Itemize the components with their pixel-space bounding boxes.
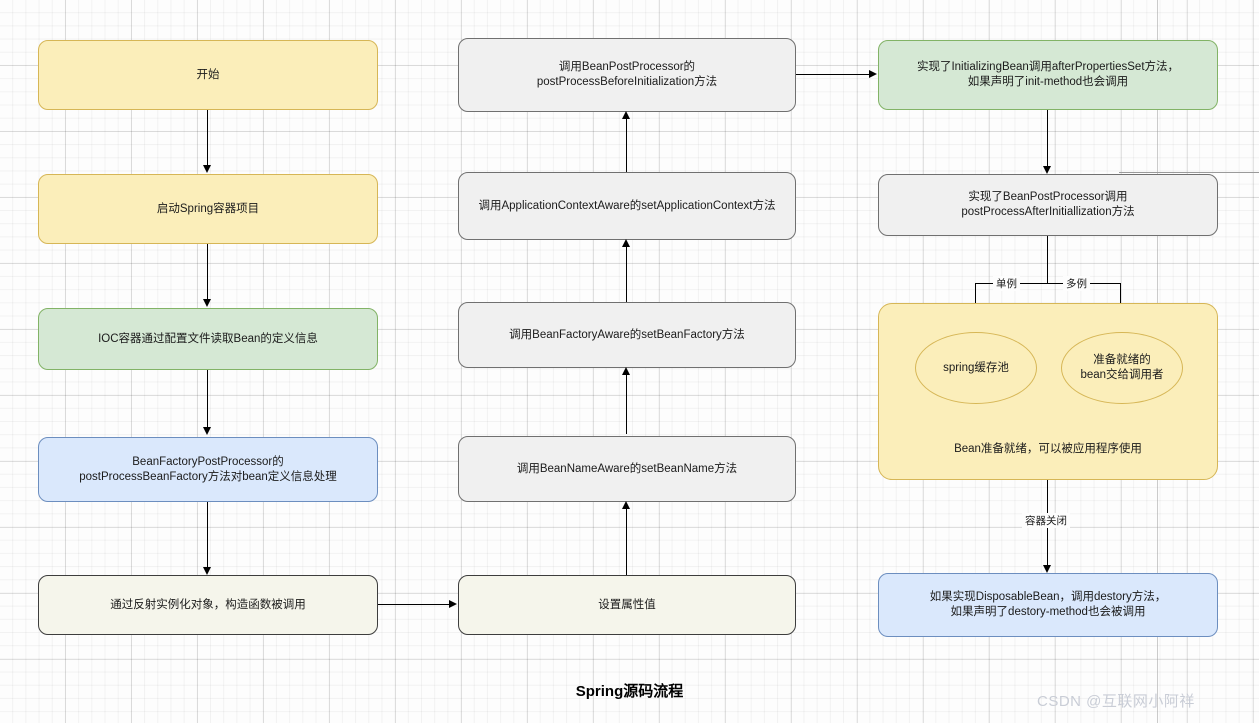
node-post-process-after-init[interactable]: 实现了BeanPostProcessor调用 postProcessAfterI… bbox=[878, 174, 1218, 236]
edge-initializing-bean-to-after-init bbox=[1047, 110, 1049, 167]
edge-start-container-to-read-bean bbox=[207, 244, 209, 300]
arrowhead-up bbox=[622, 111, 630, 119]
edge-set-property-to-bean-name-aware bbox=[626, 508, 628, 575]
node-start[interactable]: 开始 bbox=[38, 40, 378, 110]
arrowhead-up bbox=[622, 239, 630, 247]
node-application-context-aware[interactable]: 调用ApplicationContextAware的setApplication… bbox=[458, 172, 796, 240]
edge-label-prototype: 多例 bbox=[1063, 276, 1090, 291]
group-bean-ready-caption: Bean准备就绪，可以被应用程序使用 bbox=[954, 443, 1142, 455]
node-instantiate[interactable]: 通过反射实例化对象，构造函数被调用 bbox=[38, 575, 378, 635]
node-bean-factory-post-processor[interactable]: BeanFactoryPostProcessor的 postProcessBea… bbox=[38, 437, 378, 502]
arrowhead-down bbox=[203, 427, 211, 435]
node-bean-destroy[interactable]: 如果实现DisposableBean，调用destory方法， 如果声明了des… bbox=[878, 573, 1218, 637]
group-bean-ready[interactable]: spring缓存池 准备就绪的 bean交给调用者 Bean准备就绪，可以被应用… bbox=[878, 303, 1218, 480]
arrowhead-up bbox=[622, 367, 630, 375]
arrowhead-down bbox=[1043, 166, 1051, 174]
edge-label-singleton: 单例 bbox=[993, 276, 1020, 291]
edge-bean-factory-aware-to-app-context-aware bbox=[626, 246, 628, 302]
edge-instantiate-to-set-property bbox=[378, 604, 450, 606]
diagram-title: Spring源码流程 bbox=[575, 683, 684, 700]
node-start-container[interactable]: 启动Spring容器项目 bbox=[38, 174, 378, 244]
page-boundary-horizontal bbox=[1119, 172, 1259, 173]
arrowhead-right bbox=[449, 600, 457, 608]
node-initializing-bean[interactable]: 实现了InitializingBean调用afterPropertiesSet方… bbox=[878, 40, 1218, 110]
edge-read-bean-to-bfpp bbox=[207, 370, 209, 428]
watermark: CSDN @互联网小阿祥 bbox=[1037, 693, 1195, 710]
arrowhead-up bbox=[622, 501, 630, 509]
arrowhead-down bbox=[1043, 565, 1051, 573]
edge-bfpp-to-instantiate bbox=[207, 502, 209, 568]
node-read-bean-definition[interactable]: IOC容器通过配置文件读取Bean的定义信息 bbox=[38, 308, 378, 370]
node-bean-name-aware[interactable]: 调用BeanNameAware的setBeanName方法 bbox=[458, 436, 796, 502]
arrowhead-down bbox=[203, 299, 211, 307]
ellipse-bean-to-caller[interactable]: 准备就绪的 bean交给调用者 bbox=[1061, 332, 1183, 404]
arrowhead-down bbox=[203, 165, 211, 173]
edge-after-init-split-stem bbox=[1047, 236, 1049, 284]
edge-app-context-aware-to-before-init bbox=[626, 118, 628, 172]
edge-before-init-to-initializing-bean bbox=[796, 74, 870, 76]
node-post-process-before-init[interactable]: 调用BeanPostProcessor的 postProcessBeforeIn… bbox=[458, 38, 796, 112]
edge-start-to-start-container bbox=[207, 110, 209, 166]
node-set-property-values[interactable]: 设置属性值 bbox=[458, 575, 796, 635]
node-bean-factory-aware[interactable]: 调用BeanFactoryAware的setBeanFactory方法 bbox=[458, 302, 796, 368]
arrowhead-right bbox=[869, 70, 877, 78]
ellipse-spring-cache-pool[interactable]: spring缓存池 bbox=[915, 332, 1037, 404]
edge-bean-name-aware-to-bean-factory-aware bbox=[626, 374, 628, 434]
arrowhead-down bbox=[203, 567, 211, 575]
edge-label-container-close: 容器关闭 bbox=[1022, 513, 1070, 528]
